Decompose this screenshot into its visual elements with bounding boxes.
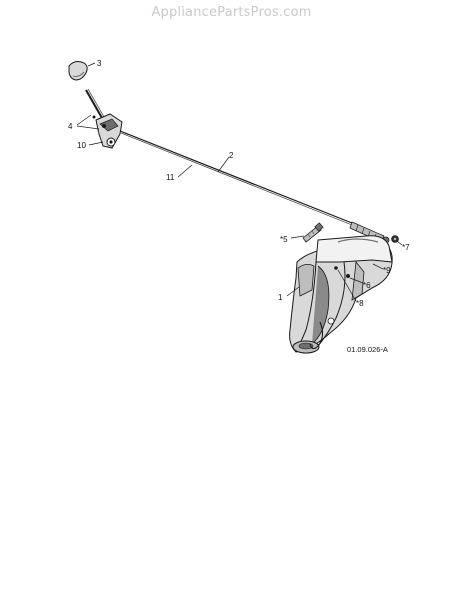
- diagram-code: 01.09.026-A: [347, 345, 388, 354]
- callout-4: 4: [68, 122, 73, 131]
- callout-2: 2: [229, 151, 234, 160]
- callout-11: 11: [166, 173, 175, 182]
- part-cable[interactable]: [119, 130, 358, 228]
- part-chute[interactable]: [289, 235, 393, 354]
- leader-lines: [76, 62, 403, 302]
- part-nut[interactable]: [391, 235, 399, 243]
- callout-8: *8: [356, 299, 364, 308]
- callout-labels: 3 4 10 2 11 *5 *7 *9 *6 *8 1 01.09.026-A: [68, 59, 410, 354]
- callout-7: *7: [402, 243, 410, 252]
- part-lever-bracket[interactable]: [85, 88, 123, 149]
- callout-10: 10: [77, 141, 86, 150]
- callout-5: *5: [280, 235, 288, 244]
- callout-6: *6: [363, 281, 371, 290]
- callout-1: 1: [278, 293, 283, 302]
- part-knob[interactable]: [68, 61, 88, 81]
- callout-3: 3: [97, 59, 102, 68]
- watermark: AppliancePartsPros.com: [151, 5, 312, 20]
- callout-9: *9: [383, 266, 391, 275]
- part-bolt[interactable]: [302, 222, 324, 243]
